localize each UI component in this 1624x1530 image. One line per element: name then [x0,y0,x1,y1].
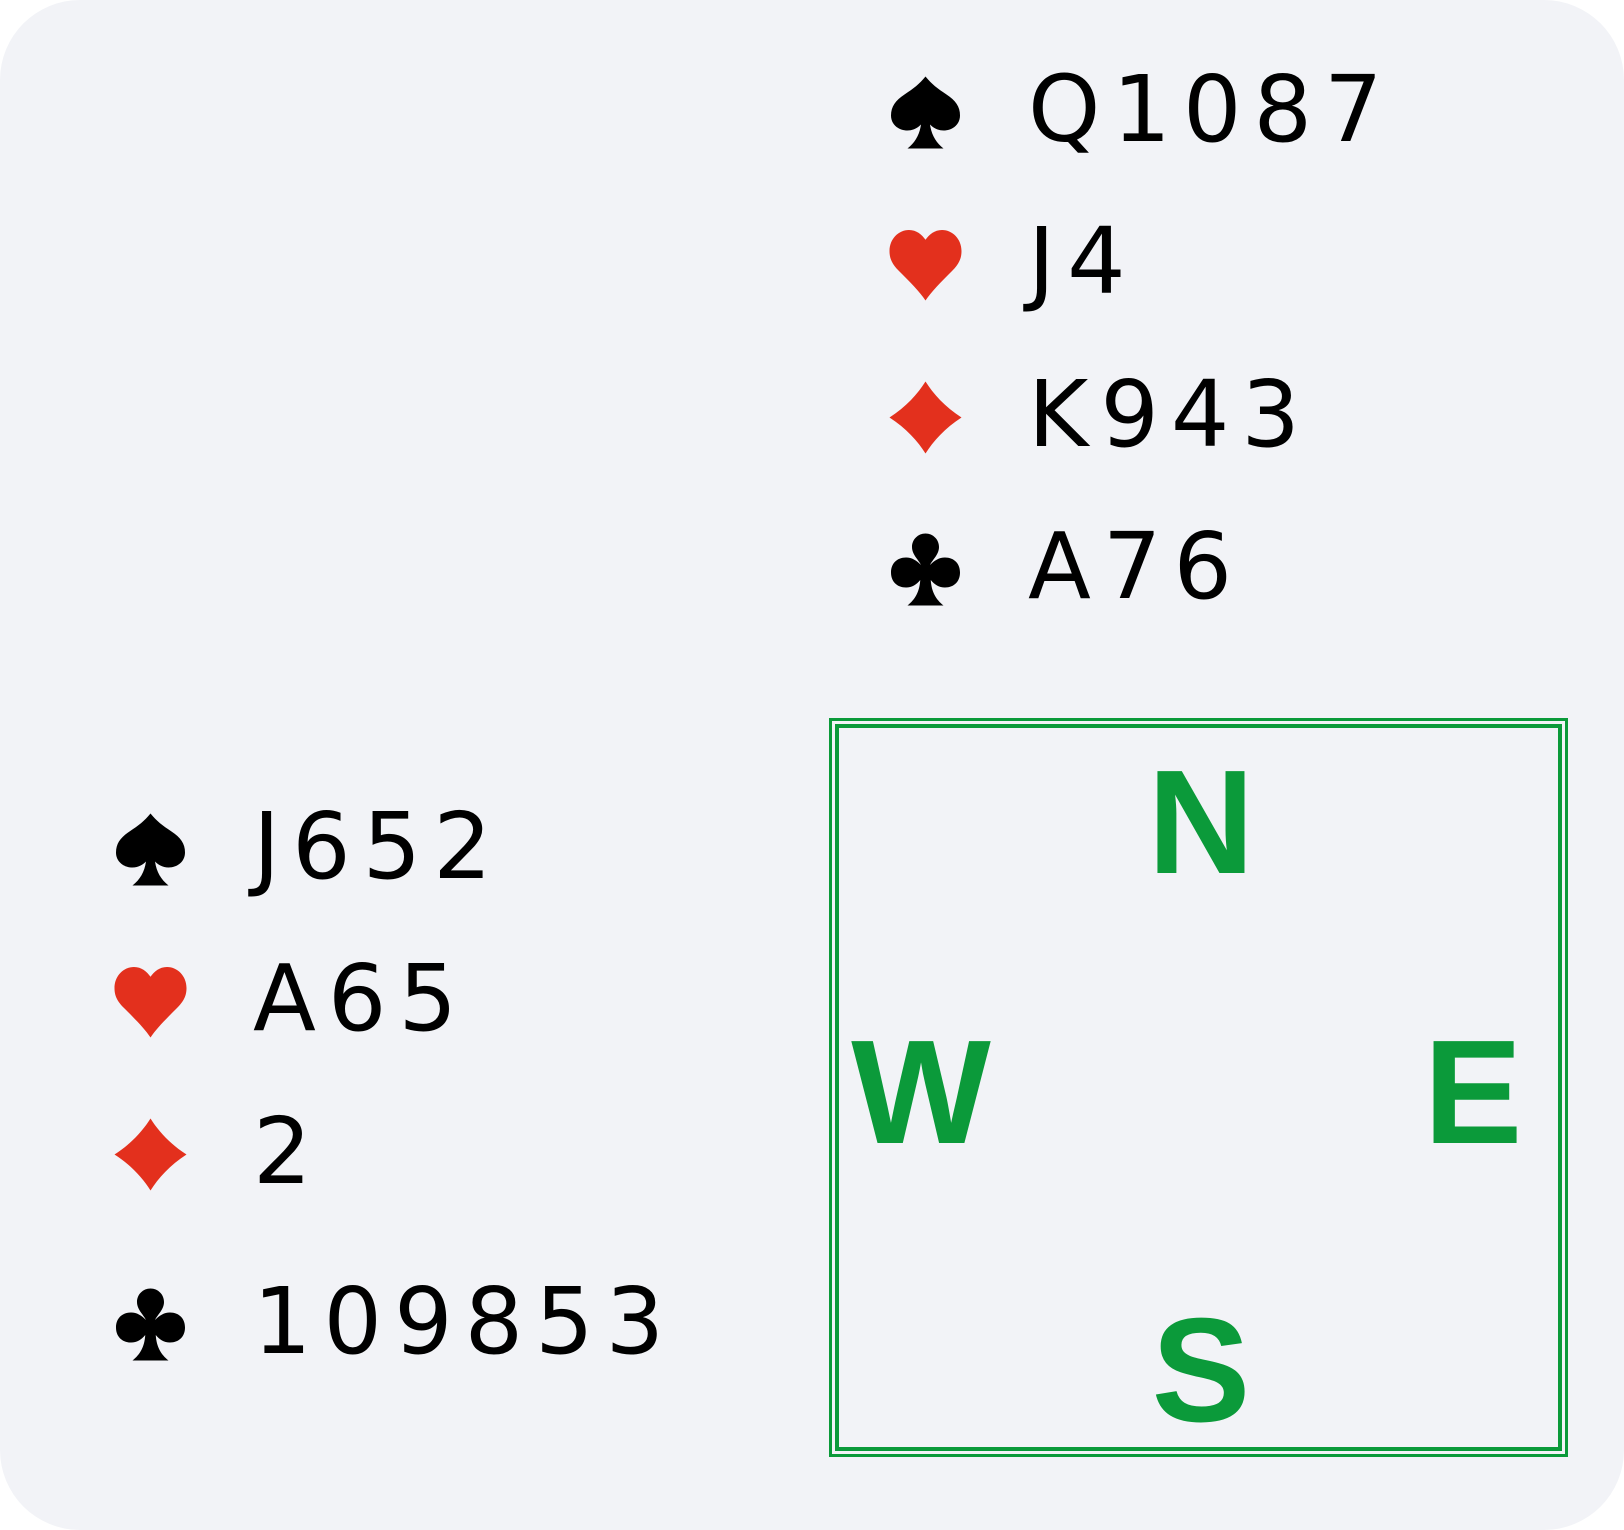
diamond-icon [113,1117,188,1192]
heart-icon [113,964,188,1039]
club-icon [888,532,963,607]
west-hearts-cards: A65 [253,945,470,1052]
diamond-icon [888,380,963,455]
west-spades-cards: J652 [253,793,504,900]
compass-box: N W E S [829,718,1568,1457]
club-icon [113,1287,188,1362]
heart-icon [888,227,963,302]
west-clubs-cards: 109853 [253,1268,677,1375]
compass-south-label: S [1151,1288,1251,1453]
compass-north-label: N [1147,740,1255,905]
spade-icon [113,812,188,887]
west-diamonds-cards: 2 [253,1098,324,1205]
spade-icon [888,75,963,150]
compass-east-label: E [1423,1010,1523,1175]
compass-west-label: W [851,1010,991,1175]
north-spades-cards: Q1087 [1028,56,1395,163]
north-hearts-cards: J4 [1028,208,1138,315]
north-diamonds-cards: K943 [1028,361,1312,468]
north-clubs-cards: A76 [1028,513,1245,620]
